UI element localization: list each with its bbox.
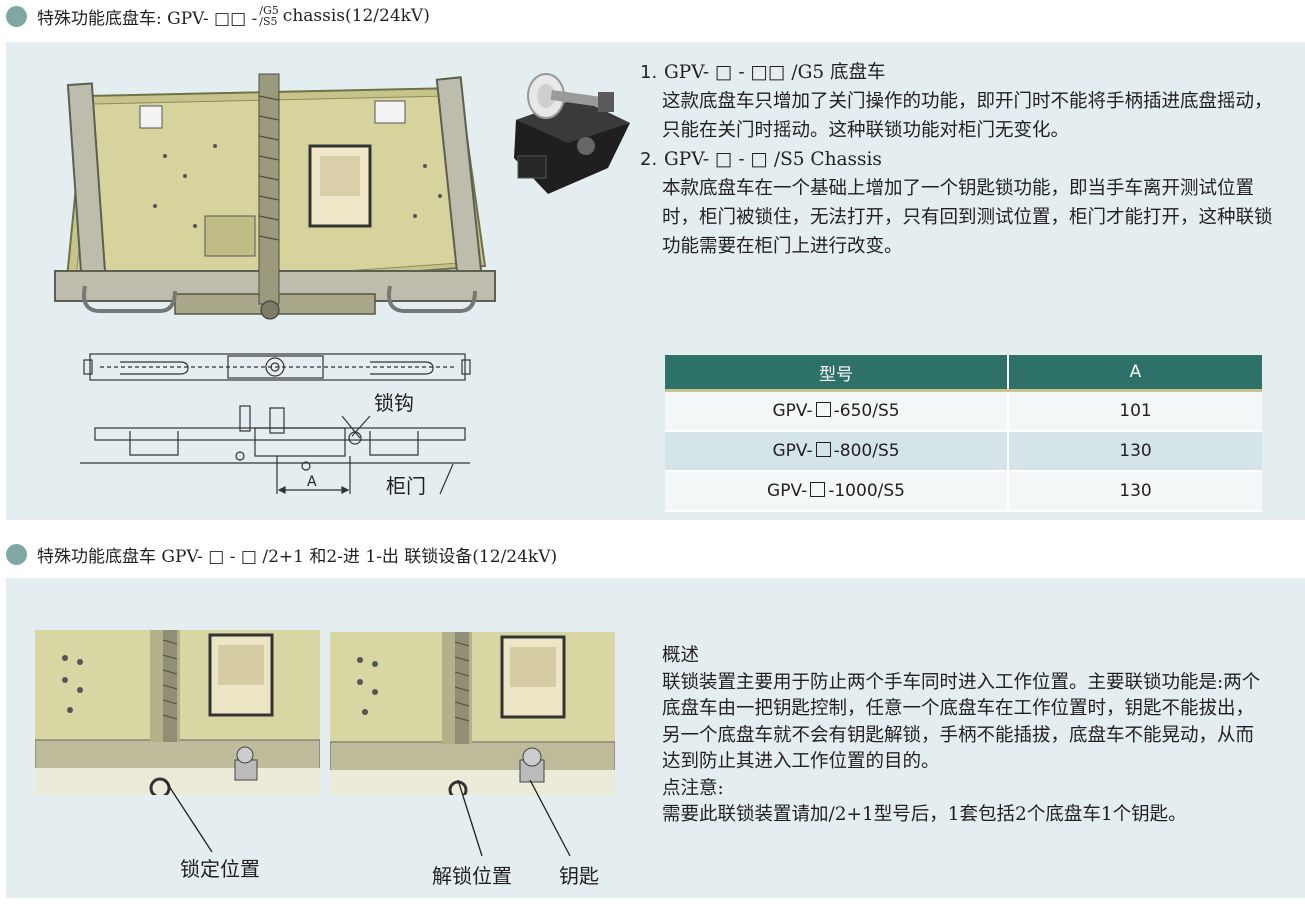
section1-header-prefix: 特殊功能底盘车: GPV- □□ - <box>37 8 258 29</box>
drawing-label-dimension: A <box>307 474 317 490</box>
item1-heading: 1. GPV- □ - □□ /G5 底盘车 <box>640 58 1280 87</box>
note-body: 需要此联锁装置请加/2+1型号后，1套包括2个底盘车1个钥匙。 <box>662 804 1187 825</box>
chassis-photo <box>54 73 496 320</box>
section1-header: 特殊功能底盘车: GPV- □□ - /G5 /S5 chassis(12/24… <box>6 2 430 30</box>
item1-body: 这款底盘车只增加了关门操作的功能，即开门时不能将手柄插进底盘摇动，只能在关门时摇… <box>662 91 1273 141</box>
table-cell-value: 130 <box>1008 431 1262 472</box>
section1-header-suffix: chassis(12/24kV) <box>282 6 430 26</box>
section2-description: 概述 联锁装置主要用于防止两个手车同时进入工作位置。主要联锁功能是:两个底盘车由… <box>662 643 1272 829</box>
section1-header-variants: /G5 /S5 <box>259 4 279 28</box>
dimension-table: 型号 A GPV--650/S5 101 GPV--800/S5 130 GPV… <box>665 355 1262 512</box>
overview-body: 联锁装置主要用于防止两个手车同时进入工作位置。主要联锁功能是:两个底盘车由一把钥… <box>662 671 1261 773</box>
note-title: 点注意: <box>662 777 724 799</box>
locked-position-photo <box>35 630 320 795</box>
photo-label-unlocked: 解锁位置 <box>432 864 512 888</box>
bullet-dot-icon <box>6 543 27 565</box>
photo-label-locked: 锁定位置 <box>180 857 260 881</box>
placeholder-box-icon <box>815 402 831 417</box>
drawing-label-hook: 锁钩 <box>374 391 414 415</box>
table-row: GPV--800/S5 130 <box>665 431 1262 472</box>
section1-description: 1. GPV- □ - □□ /G5 底盘车 这款底盘车只增加了关门操作的功能，… <box>640 58 1280 261</box>
item1-title: GPV- □ - □□ /G5 底盘车 <box>664 62 886 83</box>
drawing-label-door: 柜门 <box>386 474 426 498</box>
table-cell-value: 101 <box>1008 390 1262 432</box>
item1-number: 1. <box>640 62 658 83</box>
photo-label-key: 钥匙 <box>559 864 599 888</box>
item2-body: 本款底盘车在一个基础上增加了一个钥匙锁功能，即当手车离开测试位置时，柜门被锁住，… <box>662 178 1273 257</box>
table-cell-model: GPV--800/S5 <box>665 431 1009 472</box>
section2-header-text: 特殊功能底盘车 GPV- □ - □ /2+1 和2-进 1-出 联锁设备(12… <box>37 546 558 567</box>
table-cell-model: GPV--1000/S5 <box>665 471 1009 512</box>
placeholder-box-icon <box>815 442 831 457</box>
item2-number: 2. <box>640 149 658 170</box>
photo-leader-lines <box>164 780 571 857</box>
bullet-dot-icon <box>6 5 27 27</box>
table-header-a: A <box>1008 355 1262 392</box>
table-row: GPV--650/S5 101 <box>665 390 1262 432</box>
table-cell-model: GPV--650/S5 <box>665 390 1009 432</box>
interlock-device-photo <box>514 73 630 194</box>
table-row: GPV--1000/S5 130 <box>665 471 1262 512</box>
chassis-technical-drawing <box>80 353 471 495</box>
table-header-model: 型号 <box>665 355 1009 392</box>
item2-title: GPV- □ - □ /S5 Chassis <box>664 149 882 170</box>
placeholder-box-icon <box>810 482 826 497</box>
table-cell-value: 130 <box>1008 471 1262 512</box>
overview-title: 概述 <box>662 645 700 666</box>
item2-heading: 2. GPV- □ - □ /S5 Chassis <box>640 145 1280 174</box>
unlocked-position-photo <box>330 632 615 795</box>
section2-header: 特殊功能底盘车 GPV- □ - □ /2+1 和2-进 1-出 联锁设备(12… <box>6 540 557 568</box>
